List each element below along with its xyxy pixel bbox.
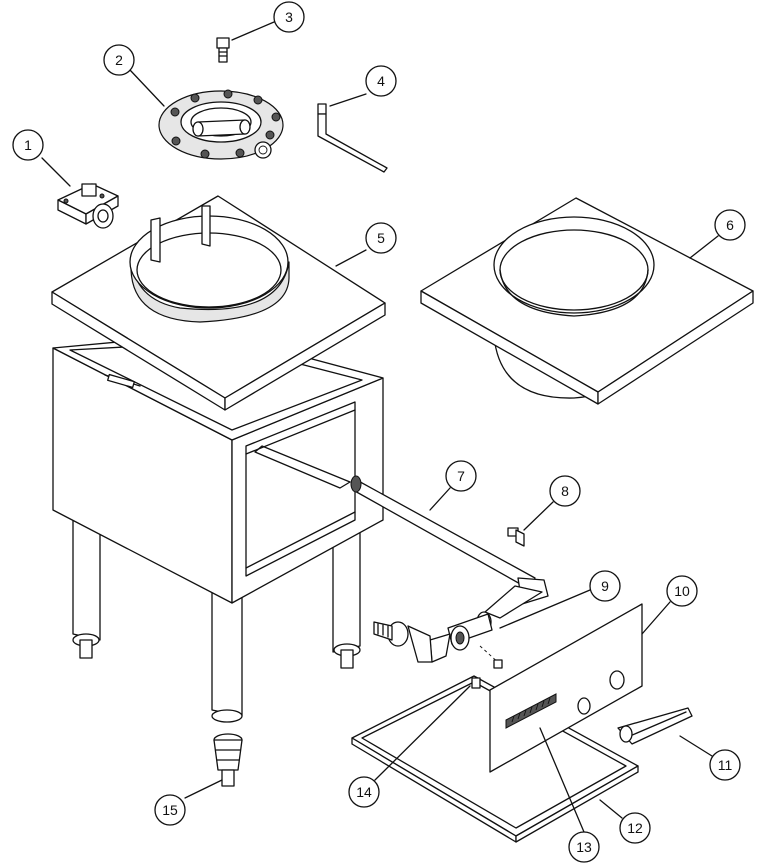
callouts: 1 2 3 4 5 6 7 8 9 10 11 12 13 14 15 [12, 1, 746, 863]
callout-9: 9 [589, 570, 621, 602]
part-control-knob [617, 707, 693, 745]
leader-5 [335, 249, 367, 267]
leader-11 [679, 735, 713, 757]
part-small-elbow [507, 527, 525, 547]
svg-text:14: 14 [356, 784, 372, 800]
callout-4: 4 [365, 65, 397, 97]
callout-5: 5 [365, 222, 397, 254]
part-valve-assembly [373, 585, 543, 669]
part-front-panel [489, 603, 643, 773]
part-stand-cabinet [51, 195, 386, 723]
part-top-with-bowl [420, 197, 754, 405]
callout-15: 15 [154, 794, 186, 826]
part-gas-regulator [57, 183, 119, 229]
part-leg-foot [213, 733, 243, 787]
svg-text:12: 12 [627, 820, 643, 836]
leader-13 [539, 727, 585, 833]
callout-3: 3 [273, 1, 305, 33]
callout-2: 2 [103, 44, 135, 76]
callout-8: 8 [549, 475, 581, 507]
leader-2 [129, 69, 165, 107]
leader-14 [374, 685, 471, 781]
svg-text:1: 1 [24, 137, 32, 153]
svg-text:15: 15 [162, 802, 178, 818]
callout-11: 11 [709, 749, 741, 781]
callout-7: 7 [445, 460, 477, 492]
callout-12: 12 [619, 812, 651, 844]
svg-text:10: 10 [674, 583, 690, 599]
leader-7 [429, 487, 451, 511]
svg-text:13: 13 [576, 839, 592, 855]
leader-6 [689, 235, 719, 259]
svg-text:4: 4 [377, 73, 385, 89]
svg-text:11: 11 [718, 757, 733, 773]
leader-15 [184, 779, 223, 799]
svg-text:6: 6 [726, 217, 734, 233]
part-orifice-fitting [216, 37, 230, 63]
leader-1 [41, 157, 71, 187]
leader-9 [499, 589, 591, 629]
part-burner-ring [158, 89, 284, 160]
callout-10: 10 [666, 575, 698, 607]
callout-1: 1 [12, 129, 44, 161]
callout-14: 14 [348, 776, 380, 808]
svg-text:5: 5 [377, 230, 385, 246]
callout-6: 6 [714, 209, 746, 241]
svg-text:2: 2 [115, 52, 123, 68]
callout-13: 13 [568, 831, 600, 863]
leader-4 [329, 93, 367, 107]
svg-text:9: 9 [601, 578, 609, 594]
leader-8 [523, 501, 554, 531]
leader-3 [231, 21, 275, 41]
part-pilot-rod [317, 103, 388, 173]
svg-text:7: 7 [457, 468, 465, 484]
svg-text:3: 3 [285, 9, 293, 25]
leader-lines [41, 21, 719, 833]
svg-text:8: 8 [561, 483, 569, 499]
leader-12 [599, 799, 623, 819]
leader-10 [641, 601, 671, 635]
